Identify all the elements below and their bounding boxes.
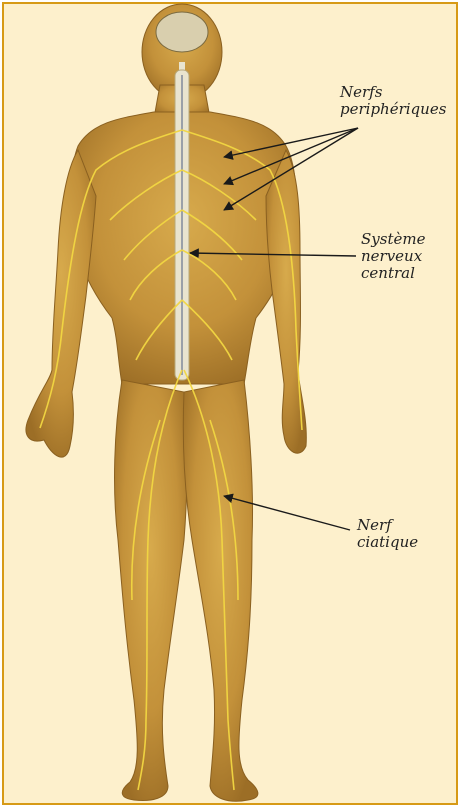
label-peripheral-nerves: Nerfs periphériques xyxy=(340,84,446,118)
label-peripheral-line2: periphériques xyxy=(340,101,446,118)
label-sciatic-line1: Nerf xyxy=(357,517,418,534)
label-central-nervous-system: Système nerveux central xyxy=(361,231,425,282)
label-central-line3: central xyxy=(361,265,425,282)
label-sciatic-line2: ciatique xyxy=(357,534,418,551)
body-silhouette xyxy=(26,4,306,801)
label-central-line1: Système xyxy=(361,231,425,248)
label-sciatic-nerve: Nerf ciatique xyxy=(357,517,418,551)
label-peripheral-line1: Nerfs xyxy=(340,84,446,101)
label-central-line2: nerveux xyxy=(361,248,425,265)
